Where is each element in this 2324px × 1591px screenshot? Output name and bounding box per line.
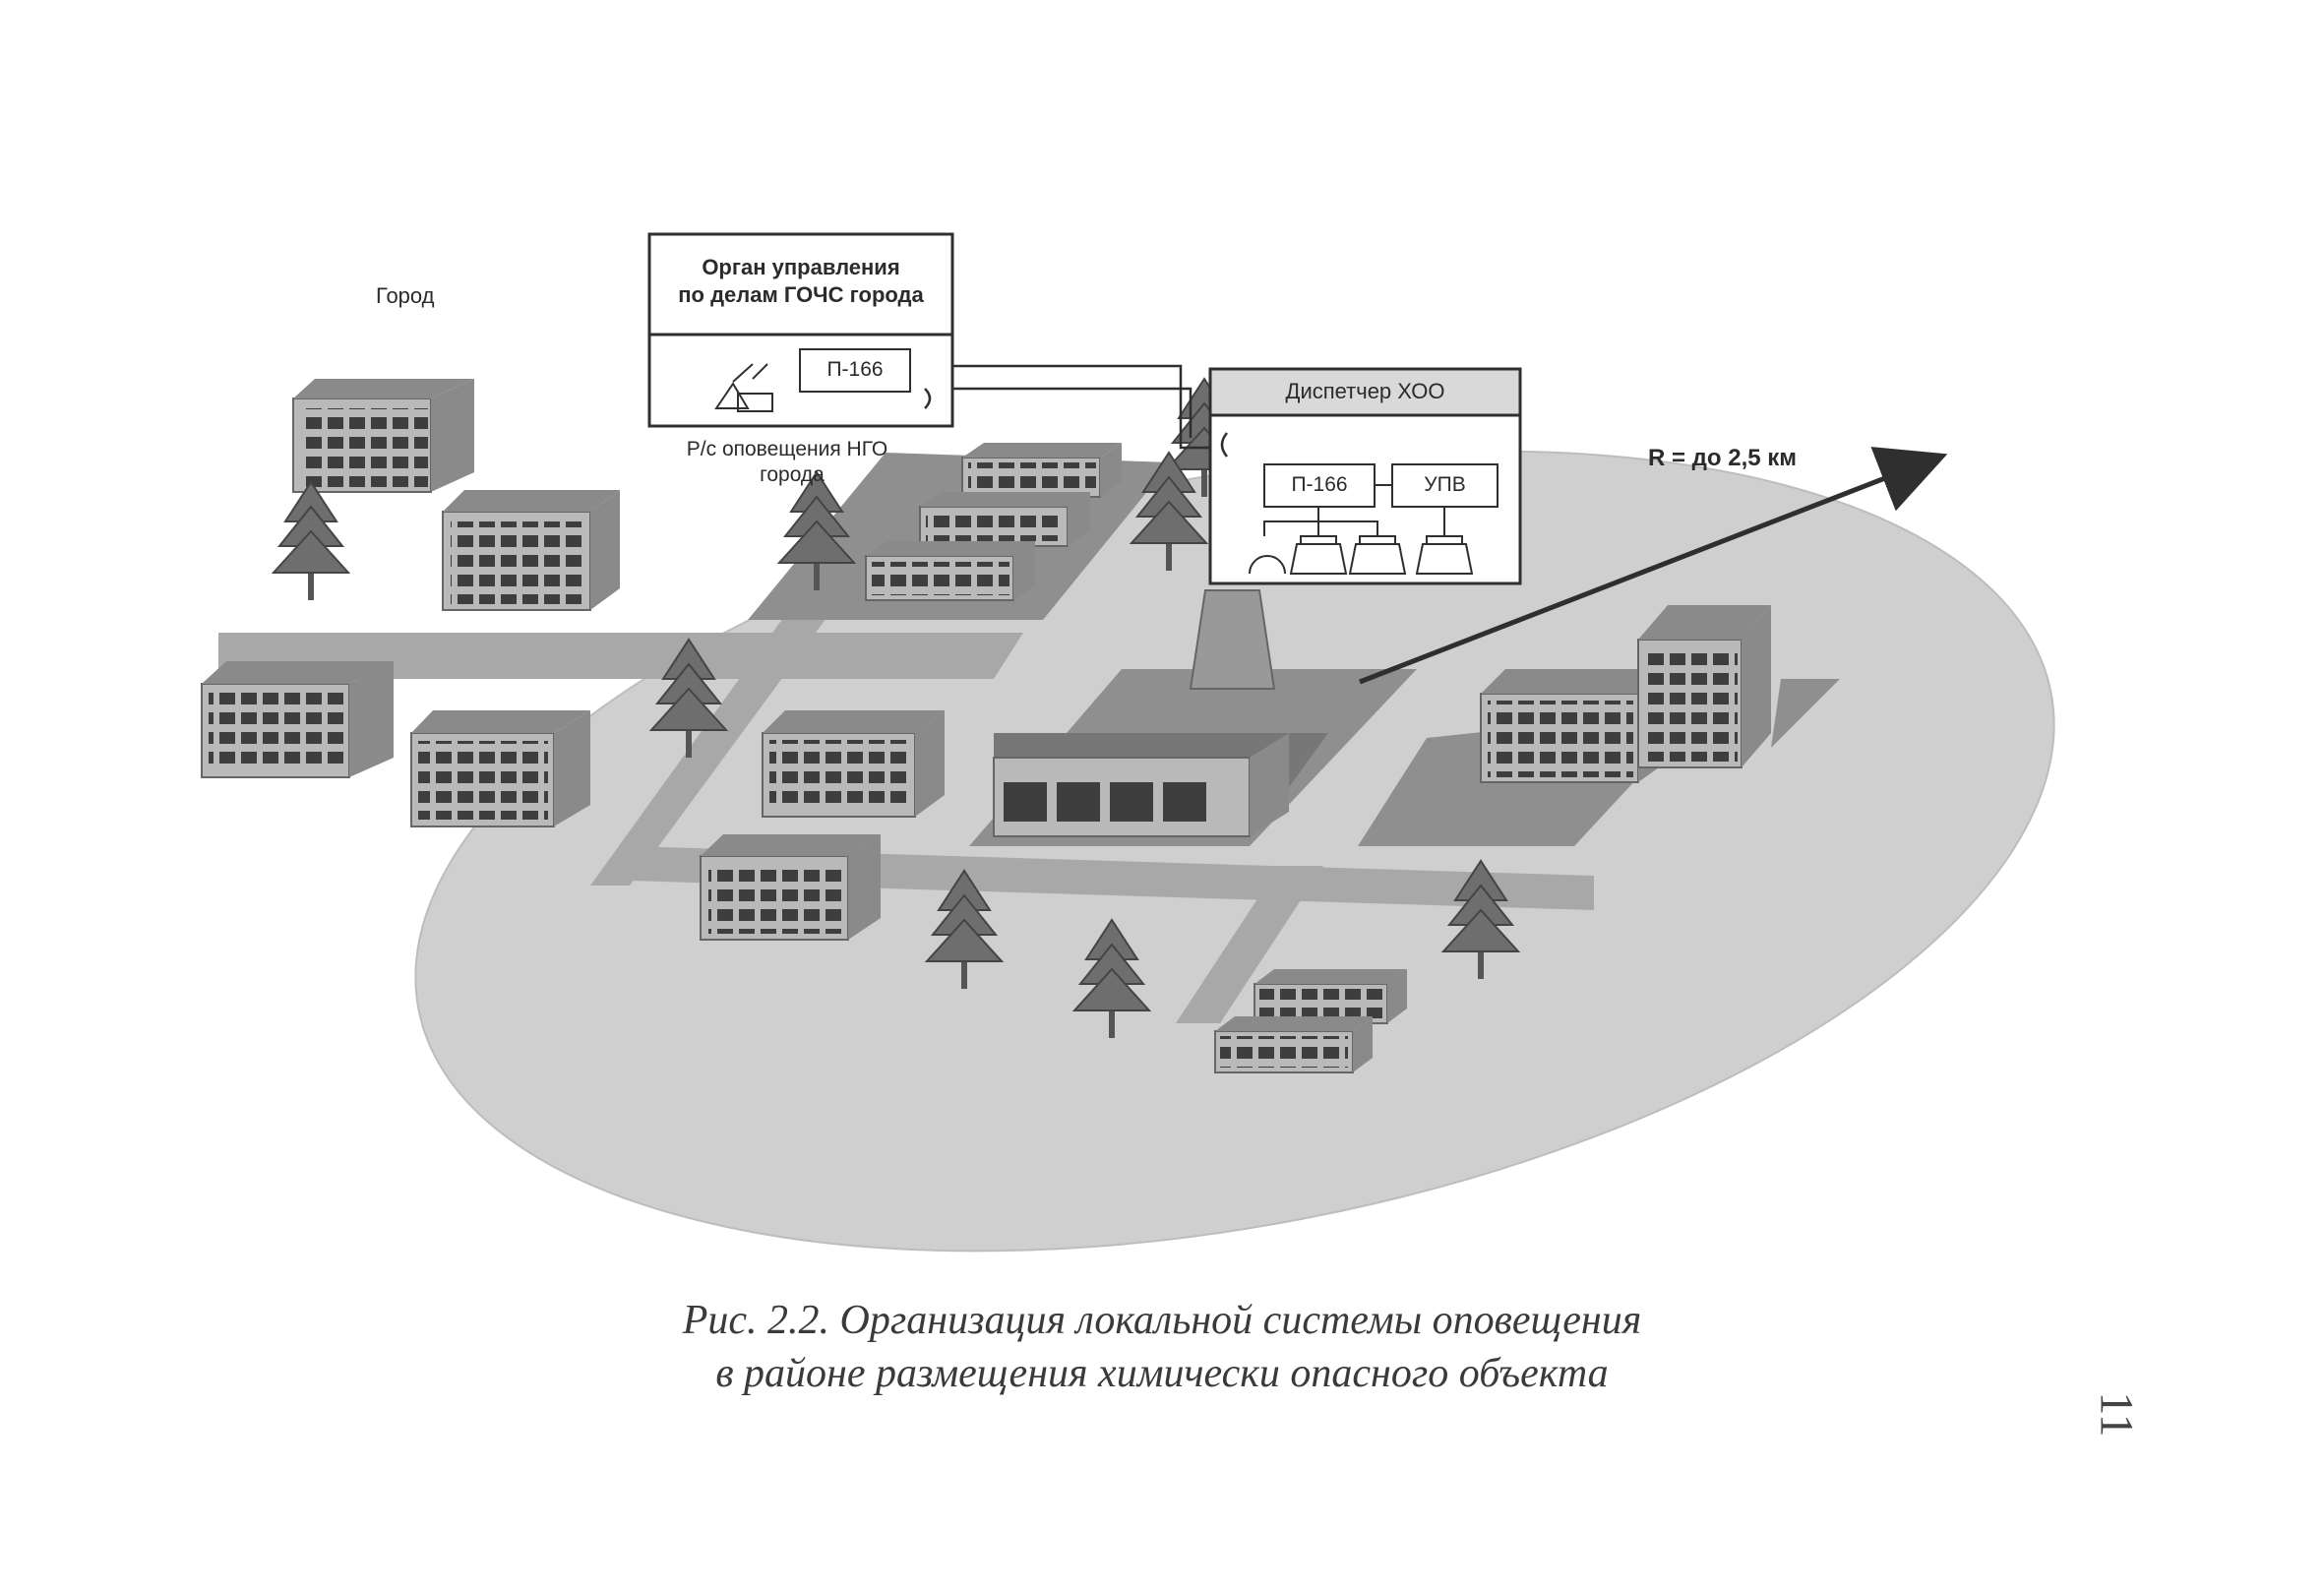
upv-label: УПВ bbox=[1424, 473, 1466, 496]
building bbox=[410, 710, 590, 827]
city-label: Город bbox=[376, 283, 435, 308]
dispatcher-box bbox=[1208, 367, 1522, 585]
building bbox=[201, 661, 394, 778]
building bbox=[1480, 669, 1673, 783]
radius-label: R = до 2,5 км bbox=[1648, 445, 1798, 471]
building bbox=[865, 541, 1035, 601]
p166-object-label: П-166 bbox=[1291, 473, 1348, 496]
authority-title-line1: Орган управления bbox=[702, 255, 900, 279]
radio-station-line1: Р/с оповещения НГО bbox=[686, 438, 888, 460]
building bbox=[700, 834, 881, 941]
figure-caption-line1: Рис. 2.2. Организация локальной системы … bbox=[682, 1298, 1642, 1343]
building bbox=[292, 379, 474, 493]
figure-caption-line2: в районе размещения химически опасного о… bbox=[715, 1351, 1609, 1396]
radius-arrow bbox=[1359, 447, 1948, 685]
building bbox=[1214, 1016, 1373, 1073]
building bbox=[1637, 605, 1771, 768]
authority-title: Орган управления по делам ГОЧС города bbox=[649, 254, 952, 309]
radio-station-label: Р/с оповещения НГО города bbox=[640, 437, 935, 488]
page-number: 11 bbox=[2090, 1391, 2143, 1438]
building bbox=[961, 443, 1122, 498]
building bbox=[1254, 969, 1407, 1024]
building bbox=[442, 490, 620, 611]
authority-title-line2: по делам ГОЧС города bbox=[678, 282, 924, 307]
radio-transmitter-icon bbox=[714, 363, 773, 412]
loudspeaker-icon bbox=[1263, 507, 1474, 575]
plant-building bbox=[993, 733, 1328, 837]
radio-station-line2: города bbox=[760, 463, 825, 486]
dispatcher-label: Диспетчер ХОО bbox=[1285, 379, 1445, 403]
chimney bbox=[1189, 589, 1276, 690]
building bbox=[762, 710, 945, 818]
building bbox=[919, 492, 1090, 547]
tree bbox=[274, 482, 348, 600]
p166-city-label: П-166 bbox=[826, 358, 884, 381]
authority-box bbox=[647, 232, 954, 428]
